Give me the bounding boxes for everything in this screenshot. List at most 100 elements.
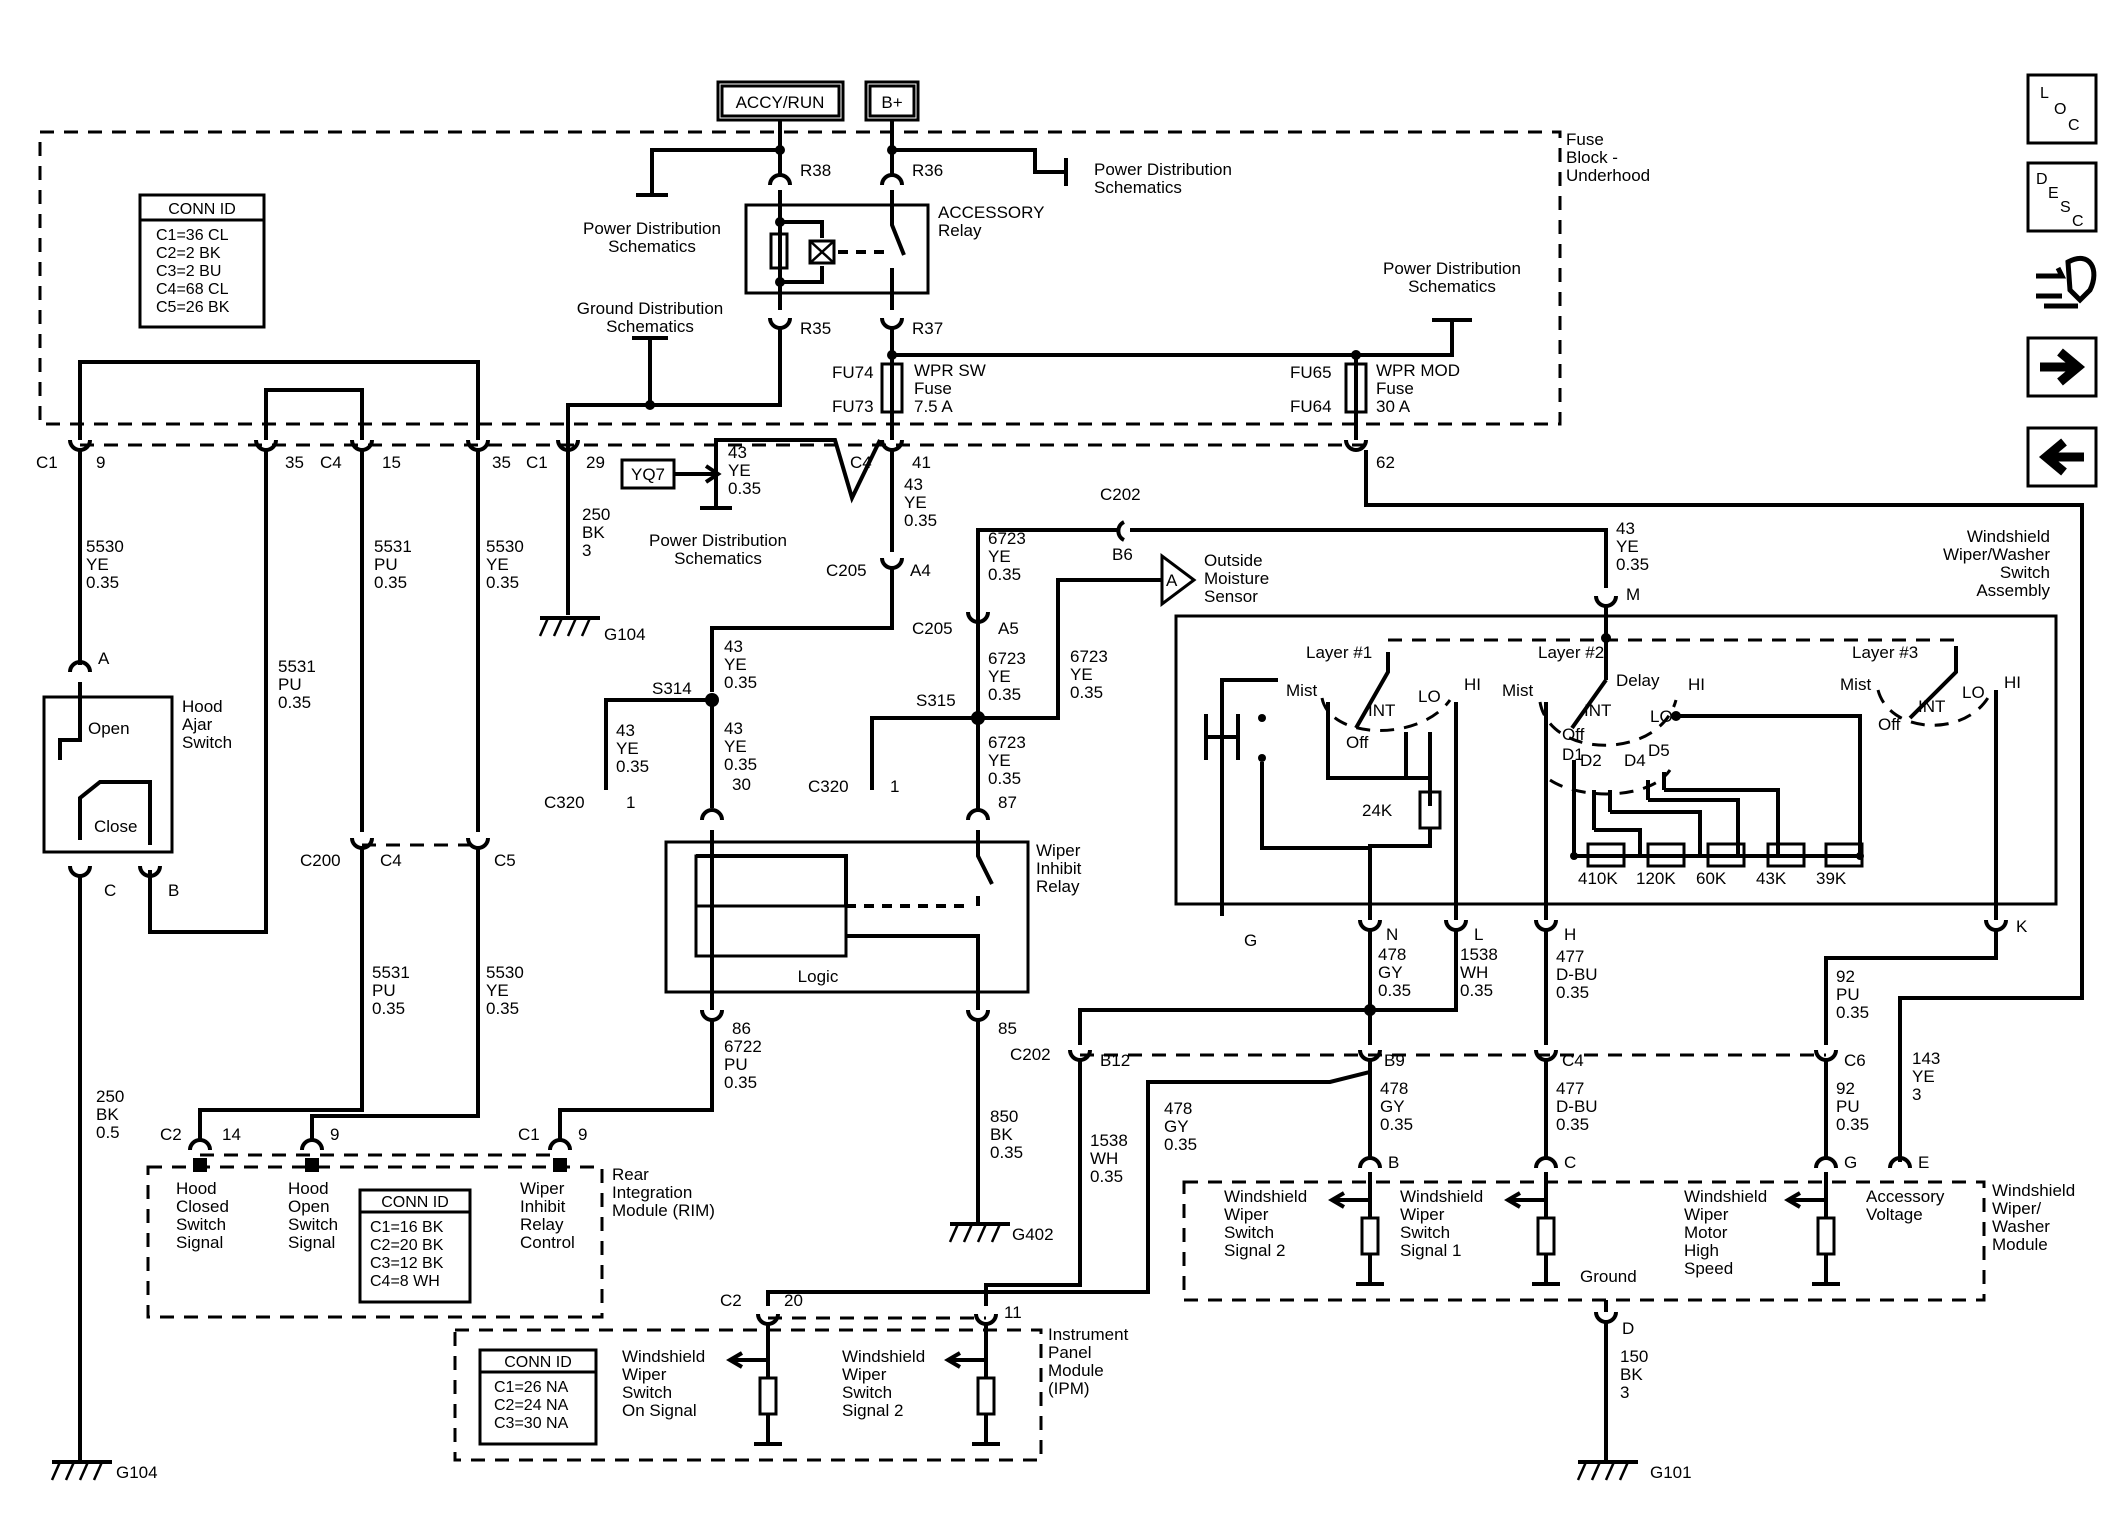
svg-text:0.35: 0.35 [1836, 1115, 1869, 1134]
svg-text:Layer #2: Layer #2 [1538, 643, 1604, 662]
svg-text:PU: PU [1836, 1097, 1860, 1116]
svg-text:86: 86 [732, 1019, 751, 1038]
svg-text:0.35: 0.35 [728, 479, 761, 498]
svg-text:20: 20 [784, 1291, 803, 1310]
svg-text:477: 477 [1556, 947, 1584, 966]
svg-text:3: 3 [582, 541, 591, 560]
svg-text:0.35: 0.35 [616, 757, 649, 776]
svg-text:30 A: 30 A [1376, 397, 1411, 416]
svg-text:Speed: Speed [1684, 1259, 1733, 1278]
switch-layer-2: Layer #2 Mist INT Delay LO HI Off D1 D2 … [1502, 643, 1864, 920]
svg-text:N: N [1386, 925, 1398, 944]
svg-text:Panel: Panel [1048, 1343, 1091, 1362]
svg-text:5530: 5530 [486, 537, 524, 556]
svg-text:C200: C200 [300, 851, 341, 870]
connector-view-icon[interactable] [2036, 255, 2097, 309]
svg-text:Windshield: Windshield [622, 1347, 705, 1366]
svg-text:PU: PU [724, 1055, 748, 1074]
rim-signal-hood-closed: Hood Closed Switch Signal [176, 1179, 229, 1252]
fuse-block-title: Fuse Block - Underhood [1566, 130, 1650, 185]
svg-text:62: 62 [1376, 453, 1395, 472]
wire-5530-a: 5530 YE 0.35 [86, 537, 124, 592]
ipm-signal-switch-on: Windshield Wiper Switch On Signal [622, 1324, 782, 1446]
svg-text:Switch: Switch [288, 1215, 338, 1234]
svg-text:FU64: FU64 [1290, 397, 1332, 416]
arrow-right-icon [2040, 348, 2086, 386]
wire-478-c: 478 GY 0.35 [1380, 1079, 1413, 1134]
svg-text:BK: BK [990, 1125, 1013, 1144]
svg-text:YE: YE [724, 737, 747, 756]
svg-text:9: 9 [578, 1125, 587, 1144]
rim-module-title: Rear Integration Module (RIM) [612, 1165, 715, 1220]
svg-text:C2: C2 [720, 1291, 742, 1310]
svg-text:Schematics: Schematics [608, 237, 696, 256]
svg-text:CONN ID: CONN ID [168, 201, 236, 218]
svg-text:C2=2 BK: C2=2 BK [156, 245, 221, 262]
svg-text:C1: C1 [526, 453, 548, 472]
svg-text:Switch: Switch [842, 1383, 892, 1402]
svg-text:43: 43 [724, 719, 743, 738]
svg-text:9: 9 [330, 1125, 339, 1144]
wire-1538-a: 1538 WH 0.35 [1460, 945, 1498, 1000]
previous-page-button[interactable] [2026, 426, 2098, 488]
svg-text:INT: INT [1584, 701, 1611, 720]
svg-text:Switch: Switch [1224, 1223, 1274, 1242]
svg-text:Washer: Washer [1992, 1217, 2050, 1236]
r36-label: R36 [912, 161, 943, 180]
svg-text:6723: 6723 [988, 733, 1026, 752]
wire-43-e: 43 YE 0.35 [724, 719, 757, 774]
svg-text:S315: S315 [916, 691, 956, 710]
svg-text:YE: YE [1912, 1067, 1935, 1086]
svg-text:YQ7: YQ7 [631, 465, 665, 484]
svg-text:0.35: 0.35 [1556, 983, 1589, 1002]
svg-text:Off: Off [1346, 733, 1369, 752]
wire-477-a: 477 D-BU 0.35 [1556, 947, 1598, 1002]
svg-text:Off: Off [1878, 715, 1901, 734]
next-page-button[interactable] [2026, 336, 2098, 398]
svg-text:1: 1 [626, 793, 635, 812]
svg-text:0.35: 0.35 [86, 573, 119, 592]
loc-button[interactable]: L O C [2026, 73, 2098, 145]
svg-text:LO: LO [1962, 683, 1985, 702]
svg-text:0.35: 0.35 [278, 693, 311, 712]
svg-text:YE: YE [904, 493, 927, 512]
svg-text:0.35: 0.35 [1090, 1167, 1123, 1186]
wwm-module-boundary [1182, 1180, 1986, 1302]
svg-text:Layer #3: Layer #3 [1852, 643, 1918, 662]
svg-text:Windshield: Windshield [1967, 527, 2050, 546]
svg-text:30: 30 [732, 775, 751, 794]
svg-text:0.35: 0.35 [724, 673, 757, 692]
accy-run-label: ACCY/RUN [736, 93, 825, 112]
svg-text:YE: YE [86, 555, 109, 574]
wire-250-a: 250 BK 3 [582, 505, 610, 560]
wire-143: 143 YE 3 [1912, 1049, 1940, 1104]
accessory-relay: ACCESSORY Relay [744, 190, 1044, 295]
svg-text:Windshield: Windshield [1684, 1187, 1767, 1206]
ipm-signal-switch-2: Windshield Wiper Switch Signal 2 [842, 1324, 1000, 1446]
svg-text:9: 9 [96, 453, 105, 472]
switch-layer-1: Layer #1 Mist INT LO HI Off 24K [1286, 643, 1481, 920]
svg-text:0.35: 0.35 [1378, 981, 1411, 1000]
svg-text:Signal: Signal [288, 1233, 335, 1252]
svg-text:24K: 24K [1362, 801, 1393, 820]
svg-text:6723: 6723 [1070, 647, 1108, 666]
svg-text:BK: BK [96, 1105, 119, 1124]
desc-letter-c: C [2072, 213, 2084, 230]
svg-text:C4=68 CL: C4=68 CL [156, 281, 229, 298]
svg-text:Schematics: Schematics [674, 549, 762, 568]
wwm-signal-accessory-voltage: Accessory Voltage [1866, 1187, 1945, 1224]
svg-text:Wiper: Wiper [1036, 841, 1081, 860]
desc-button[interactable]: D E S C [2026, 161, 2098, 233]
bplus-power-box: B+ [864, 80, 920, 122]
loc-letter-l: L [2040, 85, 2049, 102]
svg-text:0.35: 0.35 [486, 999, 519, 1018]
svg-text:GY: GY [1164, 1117, 1189, 1136]
svg-text:PU: PU [374, 555, 398, 574]
svg-text:Switch: Switch [622, 1383, 672, 1402]
svg-text:85: 85 [998, 1019, 1017, 1038]
svg-text:BK: BK [1620, 1365, 1643, 1384]
svg-text:0.35: 0.35 [988, 565, 1021, 584]
svg-text:5530: 5530 [486, 963, 524, 982]
svg-text:Assembly: Assembly [1976, 581, 2050, 600]
svg-text:Wiper: Wiper [520, 1179, 565, 1198]
